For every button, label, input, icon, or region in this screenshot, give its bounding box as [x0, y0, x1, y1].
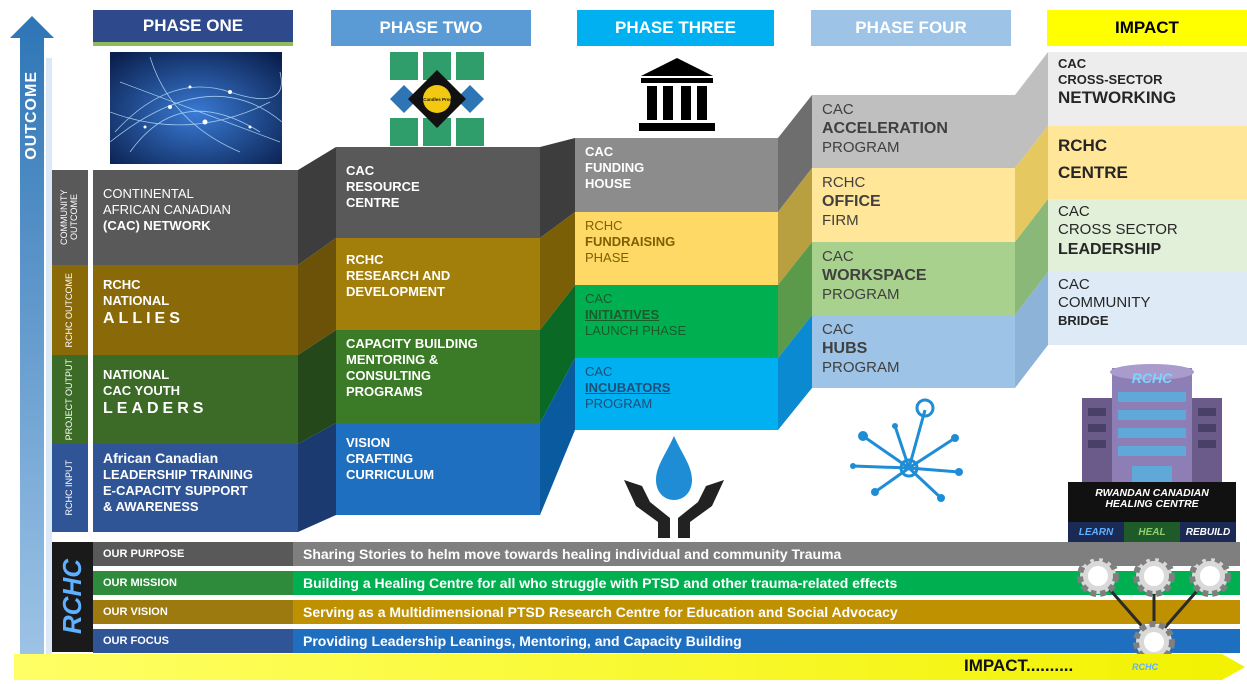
- band-focus: OUR FOCUS Providing Leadership Leanings,…: [93, 629, 1240, 653]
- block-hubs-program: CAC HUBS PROGRAM: [812, 315, 1015, 388]
- phase-one-header: PHASE ONE: [93, 10, 293, 46]
- building-sign: RCHC: [1131, 370, 1173, 386]
- logo-rebuild: REBUILD: [1180, 522, 1236, 542]
- logo-line1: RWANDAN CANADIAN: [1095, 487, 1209, 499]
- block-youth-leaders: NATIONAL CAC YOUTH LEADERS: [93, 355, 298, 444]
- program-puzzle: ARRCandles Program: [390, 52, 484, 146]
- phase-two-header: PHASE TWO: [331, 10, 531, 46]
- band-vision: OUR VISION Serving as a Multidimensional…: [93, 600, 1240, 624]
- block-funding-house: CAC FUNDING HOUSE: [575, 138, 778, 212]
- network-image: [110, 52, 282, 164]
- band-mission: OUR MISSION Building a Healing Centre fo…: [93, 571, 1240, 595]
- logo-heal: HEAL: [1124, 522, 1180, 542]
- rchc-vertical-logo: RCHC: [52, 542, 93, 652]
- block-research-development: RCHC RESEARCH AND DEVELOPMENT: [336, 238, 540, 330]
- row-label-project-output: PROJECT OUTPUT: [52, 355, 88, 444]
- row-label-community-outcome: COMMUNITY OUTCOME: [52, 170, 88, 265]
- hands-drop-icon: [624, 436, 724, 538]
- network-hub-icon: [850, 398, 963, 502]
- band-purpose: OUR PURPOSE Sharing Stories to helm move…: [93, 542, 1240, 566]
- block-incubators-program: CAC INCUBATORS PROGRAM: [575, 358, 778, 430]
- block-acceleration-program: CAC ACCELERATION PROGRAM: [812, 95, 1015, 168]
- block-fundraising-phase: RCHC FUNDRAISING PHASE: [575, 212, 778, 285]
- gears-graphic: [1077, 555, 1231, 663]
- phase-three-header: PHASE THREE: [577, 10, 774, 46]
- healing-centre-building: [1082, 364, 1222, 492]
- block-cross-sector-leadership: CAC CROSS SECTOR LEADERSHIP: [1048, 199, 1247, 272]
- rchc-logo: RWANDAN CANADIAN HEALING CENTRE LEARN HE…: [1068, 482, 1236, 542]
- institution-icon: [639, 58, 715, 131]
- block-vision-crafting: VISION CRAFTING CURRICULUM: [336, 423, 540, 515]
- block-rchc-centre: RCHC CENTRE: [1048, 126, 1247, 199]
- puzzle-center: ARRCandles Program: [413, 97, 460, 102]
- phase-four-header: PHASE FOUR: [811, 10, 1011, 46]
- block-office-firm: RCHC OFFICE FIRM: [812, 168, 1015, 242]
- block-national-allies: RCHC NATIONAL ALLIES: [93, 265, 298, 355]
- block-resource-centre: CAC RESOURCE CENTRE: [336, 147, 540, 238]
- block-workspace-program: CAC WORKSPACE PROGRAM: [812, 242, 1015, 315]
- block-leadership-training: African Canadian LEADERSHIP TRAINING E-C…: [93, 444, 298, 532]
- row-label-rchc-input: RCHC INPUT: [52, 444, 88, 532]
- logo-line2: HEALING CENTRE: [1105, 498, 1199, 511]
- logo-learn: LEARN: [1068, 522, 1124, 542]
- block-cross-sector-networking: CAC CROSS-SECTOR NETWORKING: [1048, 52, 1247, 126]
- outcome-arrow: [10, 16, 54, 680]
- impact-header: IMPACT: [1047, 10, 1247, 46]
- block-cac-network: CONTINENTAL AFRICAN CANADIAN (CAC) NETWO…: [93, 170, 298, 265]
- block-community-bridge: CAC COMMUNITY BRIDGE: [1048, 272, 1247, 345]
- block-capacity-building: CAPACITY BUILDING MENTORING & CONSULTING…: [336, 330, 540, 423]
- impact-arrow: [14, 654, 1245, 680]
- gear-label: RCHC: [1132, 662, 1158, 672]
- row-label-rchc-outcome: RCHC OUTCOME: [52, 265, 88, 355]
- block-initiatives-launch: CAC INITIATIVES LAUNCH PHASE: [575, 285, 778, 358]
- impact-arrow-label: IMPACT..........: [964, 656, 1074, 675]
